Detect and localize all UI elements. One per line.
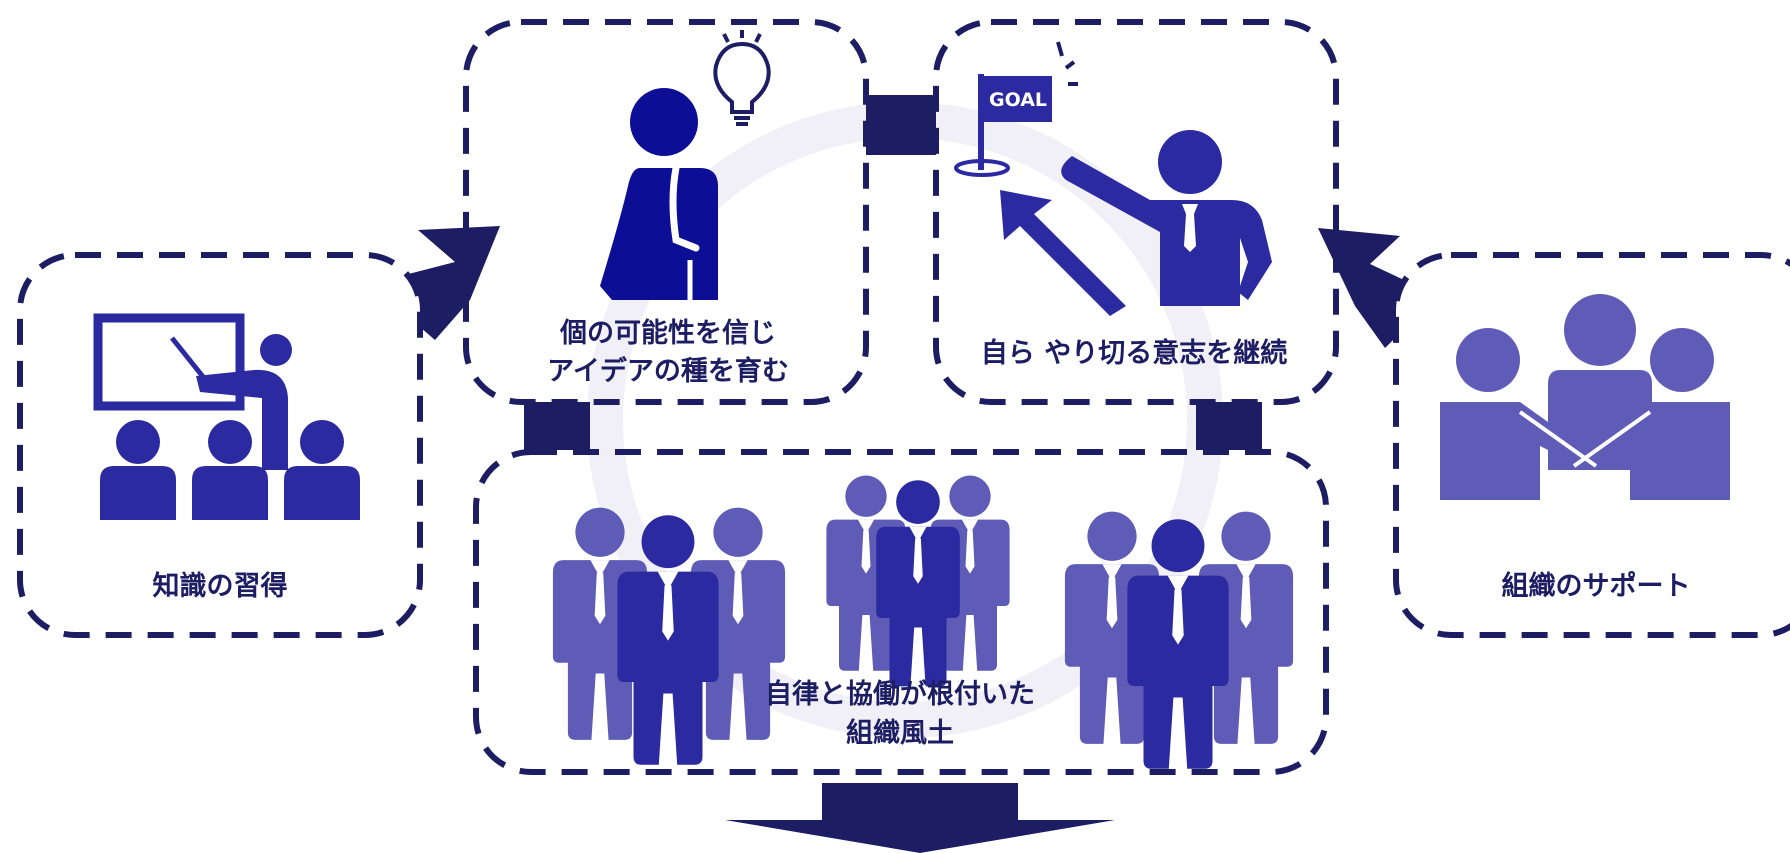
arrow-down-output [725,783,1115,853]
label-continue: 自ら やり切る意志を継続 [981,337,1287,369]
box-idea [463,19,869,405]
pointing-arrow-icon [1000,190,1126,316]
goal-flag-icon: GOAL [954,41,1078,177]
connector-top [866,95,936,155]
label-support: 組織のサポート [1502,570,1691,602]
lightbulb-icon [713,30,771,126]
box-culture [473,449,1329,775]
pointing-businessman-icon [1061,130,1272,306]
teacher-class-icon [93,313,360,520]
label-culture-line2: 組織風土 [846,717,954,749]
label-idea-line2: アイデアの種を育む [547,355,789,387]
label-knowledge: 知識の習得 [153,571,288,602]
box-continue [933,19,1339,405]
connector-right [1196,402,1262,450]
connector-left [524,402,590,450]
label-culture-line1: 自律と協働が根付いた [765,678,1035,710]
goal-flag-text: GOAL [989,89,1047,111]
label-idea-line1: 個の可能性を信じ [559,317,776,349]
thinking-person-icon [600,88,718,300]
teamwork-handshake-icon [1440,294,1730,500]
